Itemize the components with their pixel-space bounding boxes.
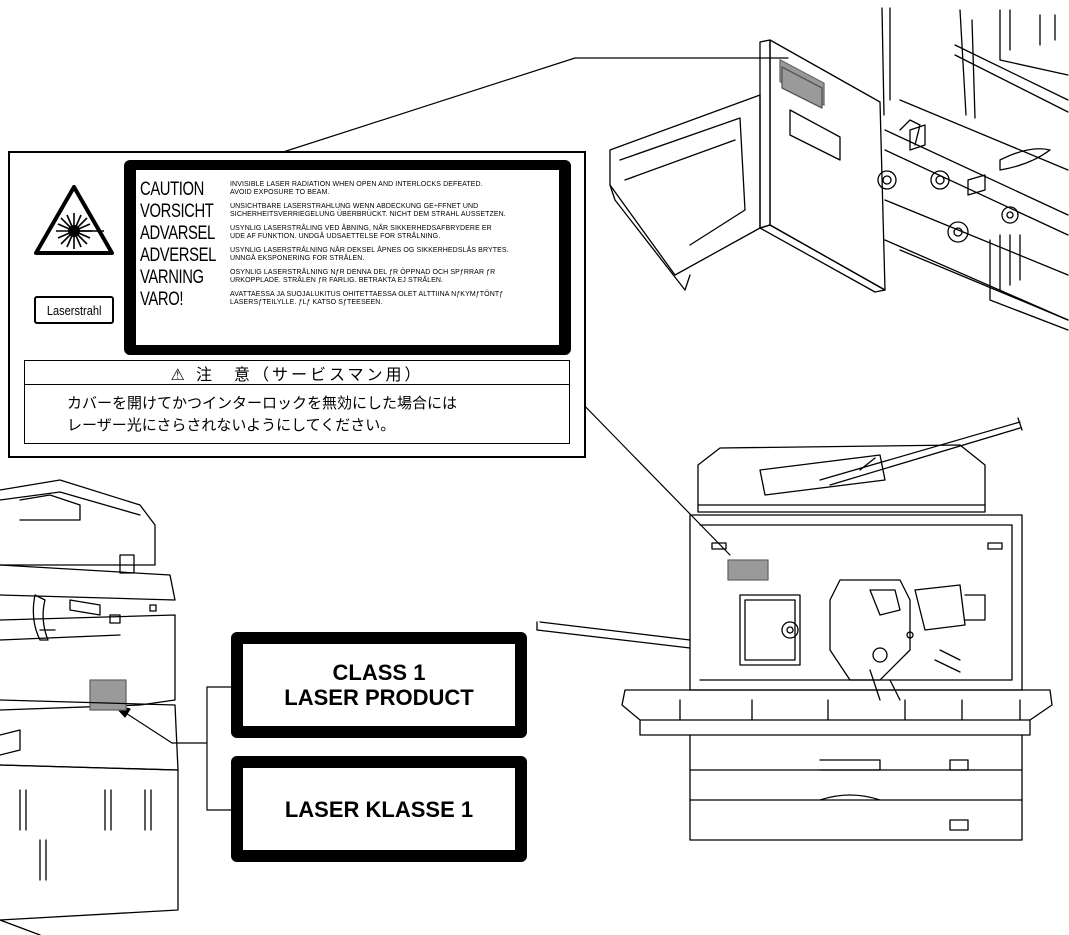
laser-klasse1-label: LASER KLASSE 1 (231, 756, 527, 862)
multilingual-warning-panel: CAUTION INVISIBLE LASER RADIATION WHEN O… (124, 160, 571, 355)
warning-row-caution: CAUTION INVISIBLE LASER RADIATION WHEN O… (140, 178, 483, 200)
warning-row-varo: VARO! AVATTAESSA JA SUOJALUKITUS OHITETT… (140, 288, 504, 310)
warning-row-varning: VARNING OSYNLIG LASERSTRÅLNING NƒR DENNA… (140, 266, 496, 288)
copier-back-view (0, 479, 179, 935)
copier-front-view (536, 417, 1053, 841)
back-label-patch (89, 679, 127, 711)
warning-row-vorsicht: VORSICHT UNSICHTBARE LASERSTRAHLUNG WENN… (140, 200, 506, 222)
caution-label: Laserstrahl CAUTION INVISIBLE LASER RADI… (8, 151, 586, 458)
class1-laser-product-label: CLASS 1 LASER PRODUCT (231, 632, 527, 738)
laser-warning-icon (34, 185, 114, 255)
leader-line-top (279, 57, 789, 154)
front-label-patch (727, 559, 769, 581)
jp-caution-body: カバーを開けてかつインターロックを無効にした場合には レーザー光にさらされないよ… (24, 384, 570, 444)
warning-row-advarsel: ADVARSEL USYNLIG LASERSTRÅLING VED ÅBNIN… (140, 222, 492, 244)
leader-bracket (206, 686, 233, 811)
warning-row-adversel: ADVERSEL USYNLIG LASERSTRÅLNING NÅR DEKS… (140, 244, 509, 266)
side-door-detail (609, 7, 1069, 331)
laserstrahl-tag: Laserstrahl (34, 296, 114, 324)
jp-caution-title: ⚠ 注 意（サービスマン用） (24, 360, 570, 385)
